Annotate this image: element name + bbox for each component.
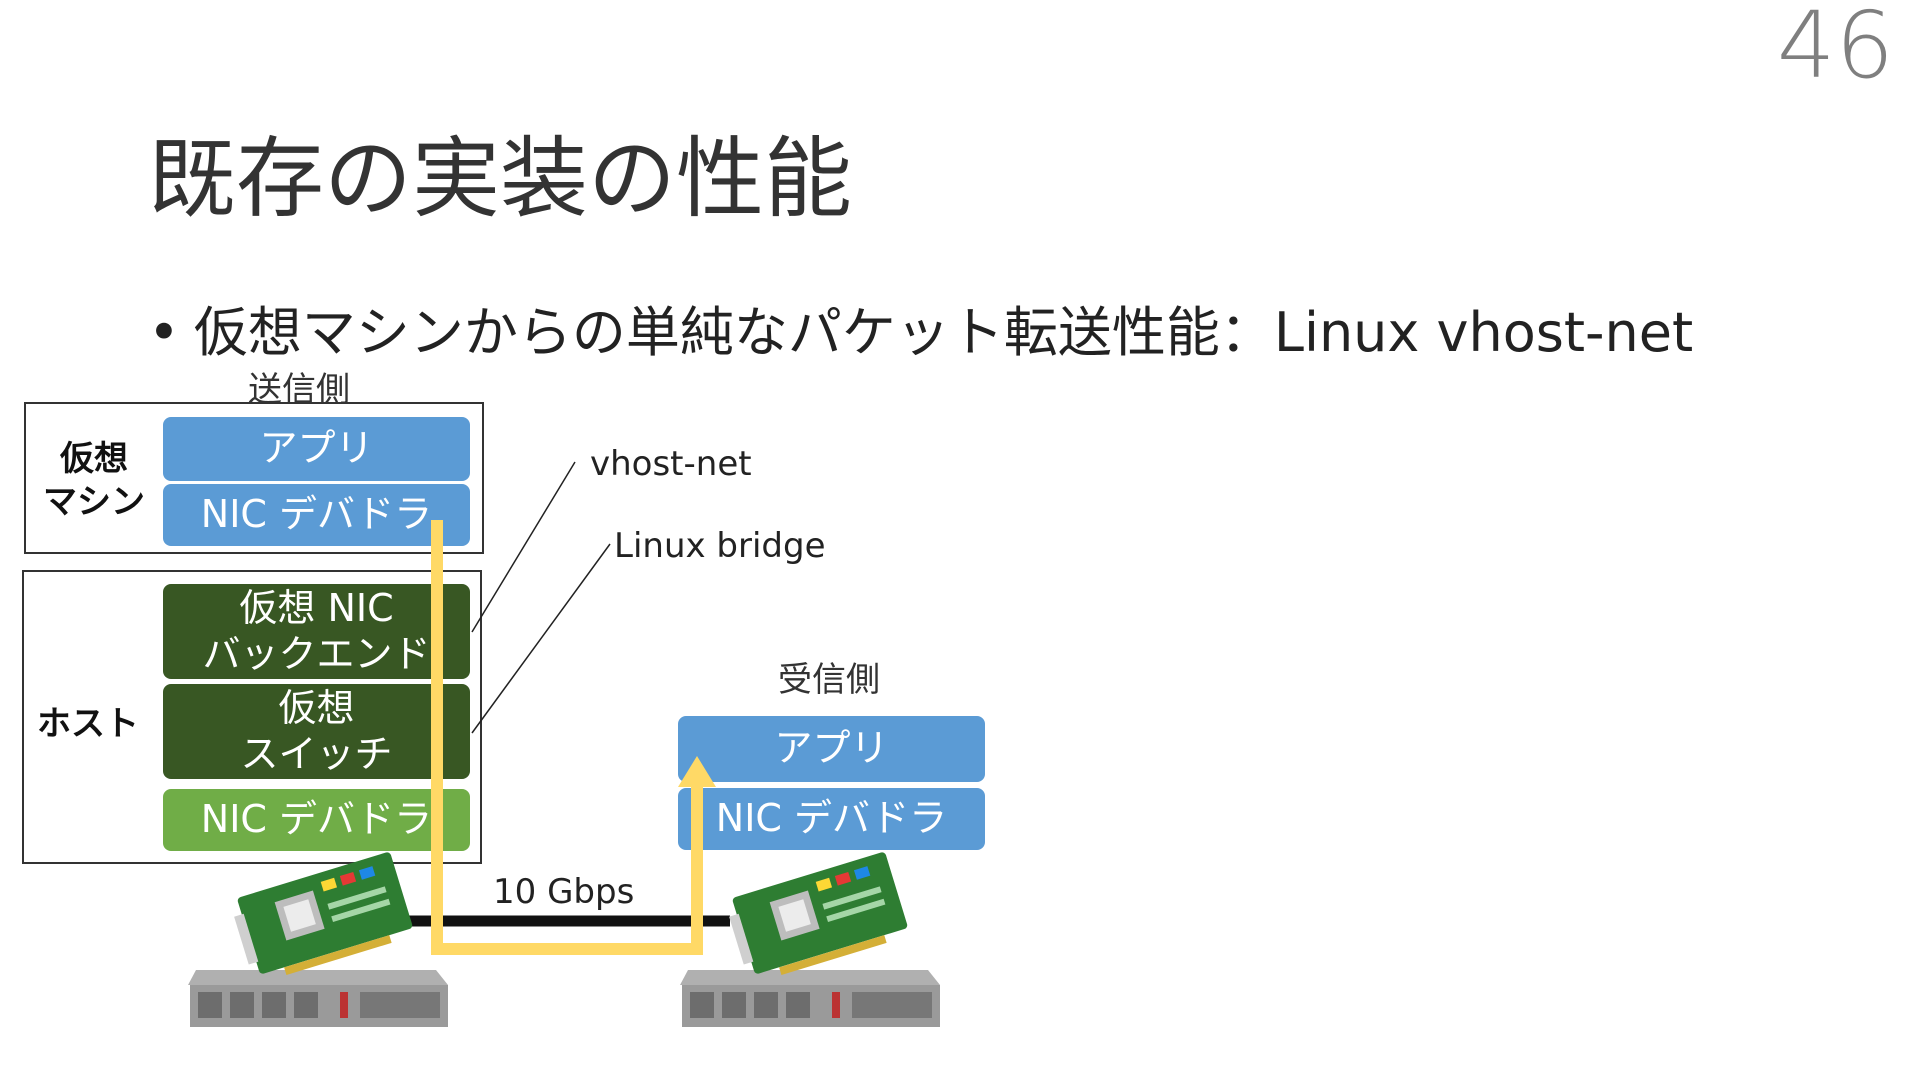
server-chassis-icon [188,970,448,1027]
host-label: ホスト [37,704,139,744]
bullet-text: 仮想マシンからの単純なパケット転送性能：Linux vhost-net [193,301,1694,364]
receiver-nic-driver-label: NIC デバドラ [715,796,948,841]
vm-label-line1: 仮想 [60,439,128,479]
bullet-item: •仮想マシンからの単純なパケット転送性能：Linux vhost-net [148,288,1693,367]
sender-app-layer: アプリ [163,417,470,481]
sender-nic-driver-layer: NIC デバドラ [163,484,470,546]
host-nic-driver-layer: NIC デバドラ [163,789,470,851]
receiver-app-label: アプリ [774,726,889,771]
nic-card-icon [234,852,413,975]
host-nic-driver-label: NIC デバドラ [200,797,433,842]
sender-app-label: アプリ [259,426,374,471]
bullet-dot: • [148,301,180,364]
vhost-leader-line [471,461,576,633]
packet-path-arrowhead [678,756,716,787]
receiver-nic-driver-layer: NIC デバドラ [678,788,985,850]
server-chassis-icon [680,970,940,1027]
packet-path [431,520,703,955]
nic-card-icon [729,852,908,975]
vswitch-line2: スイッチ [240,731,393,776]
page-number: 46 [1776,0,1894,99]
receiver-app-layer: アプリ [678,716,985,782]
vhost-net-callout: vhost-net [590,444,752,484]
vnic-backend-line1: 仮想 NIC [239,585,394,630]
slide-title: 既存の実装の性能 [148,127,853,230]
linux-bridge-callout: Linux bridge [614,526,826,566]
sender-nic-driver-label: NIC デバドラ [200,492,433,537]
vm-label: 仮想 マシン [30,438,158,523]
vnic-backend-layer: 仮想 NIC バックエンド [163,584,470,679]
vswitch-line1: 仮想 [278,685,355,730]
vnic-backend-line2: バックエンド [202,631,431,676]
bridge-leader-line [471,543,611,734]
receiver-label: 受信側 [778,660,880,700]
vm-label-line2: マシン [43,481,145,522]
vswitch-layer: 仮想 スイッチ [163,684,470,779]
link-speed-label: 10 Gbps [493,872,635,912]
